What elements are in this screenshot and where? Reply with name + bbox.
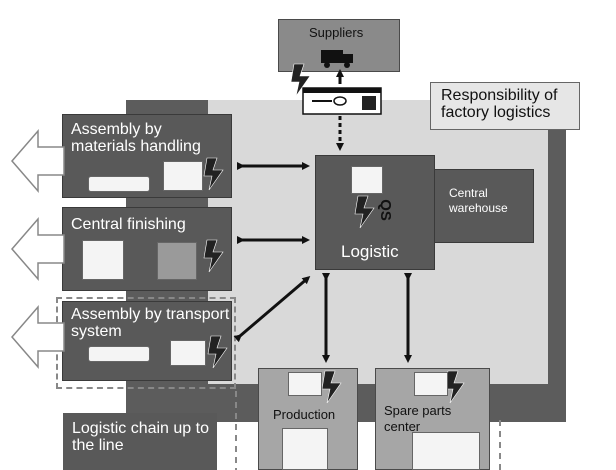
arrow-transport-logistic — [233, 276, 311, 343]
finishing-photo-icon — [157, 242, 197, 280]
truck-icon — [321, 50, 353, 68]
spare-parts-label: Spare parts center — [384, 403, 452, 434]
left-arrow-3-icon — [11, 304, 65, 370]
logistic-label: Logistic — [341, 242, 399, 261]
lightning-icon — [321, 370, 342, 404]
forklift-icon — [170, 340, 206, 366]
lightning-icon — [290, 63, 311, 97]
central-warehouse-label: Central warehouse — [449, 186, 508, 215]
boxes-icon — [412, 432, 480, 470]
central-finishing-label: Central finishing — [71, 216, 186, 233]
production-label: Production — [273, 407, 336, 422]
responsibility-box: Responsibility of factory logistics — [430, 82, 580, 130]
lightning-icon — [354, 195, 375, 229]
logistic-chain-label: Logistic chain up to the line — [72, 420, 209, 455]
conveyor-icon — [88, 346, 150, 362]
robot-machine-icon — [82, 240, 124, 280]
logistic-box: Logistic QS — [315, 155, 435, 270]
logistic-chain-box: Logistic chain up to the line — [63, 413, 217, 470]
forklift-icon — [414, 372, 448, 396]
left-arrow-2-icon — [11, 216, 65, 282]
assembly-materials-handling-label: Assembly by materials handling — [71, 121, 201, 156]
suppliers-label: Suppliers — [309, 25, 364, 40]
conveyor-icon — [88, 176, 150, 192]
forklift-icon — [351, 166, 383, 194]
assembly-transport-system-label: Assembly by transport system — [71, 306, 230, 341]
lightning-icon — [203, 157, 224, 191]
goods-receipt-building-icon — [302, 87, 382, 115]
left-arrow-1-icon — [11, 128, 65, 194]
responsibility-label: Responsibility of factory logistics — [441, 87, 558, 122]
production-machine-icon — [282, 428, 328, 470]
lightning-icon — [203, 239, 224, 273]
table-machine-icon — [163, 161, 203, 191]
lightning-icon — [207, 335, 228, 369]
forklift-icon — [288, 372, 322, 396]
